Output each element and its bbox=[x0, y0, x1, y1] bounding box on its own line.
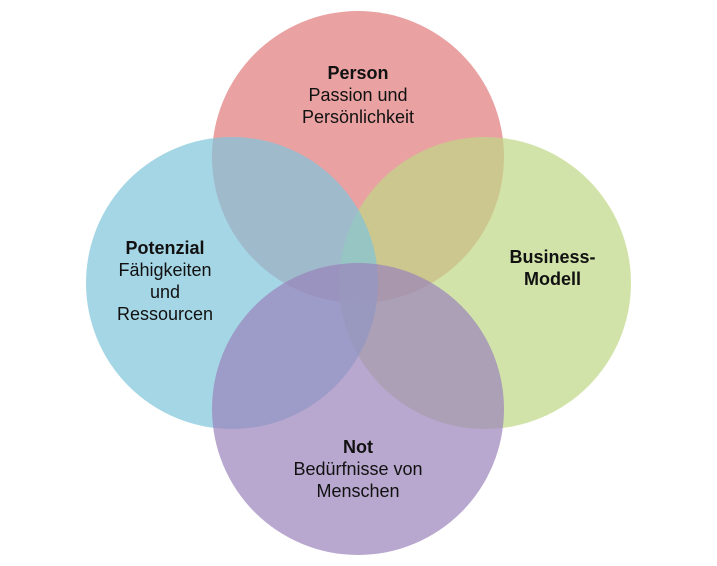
label-person: Person Passion und Persönlichkeit bbox=[258, 62, 458, 128]
not-title: Not bbox=[343, 437, 373, 457]
circle-not bbox=[212, 263, 504, 555]
label-not: Not Bedürfnisse von Menschen bbox=[248, 436, 468, 502]
not-line-1: Bedürfnisse von bbox=[293, 459, 423, 479]
potenzial-line-1: Fähigkeiten bbox=[118, 260, 212, 280]
person-line-1: Passion und bbox=[308, 85, 408, 105]
business-title-line-1: Business- bbox=[509, 247, 596, 267]
person-title: Person bbox=[327, 63, 389, 83]
potenzial-title: Potenzial bbox=[125, 238, 205, 258]
person-line-2: Persönlichkeit bbox=[301, 107, 415, 127]
potenzial-line-3: Ressourcen bbox=[116, 304, 214, 324]
business-title-line-2: Modell bbox=[524, 269, 581, 289]
not-line-2: Menschen bbox=[316, 481, 400, 501]
potenzial-line-2: und bbox=[149, 282, 181, 302]
label-potenzial: Potenzial Fähigkeiten und Ressourcen bbox=[80, 237, 250, 325]
label-business: Business- Modell bbox=[480, 246, 625, 290]
